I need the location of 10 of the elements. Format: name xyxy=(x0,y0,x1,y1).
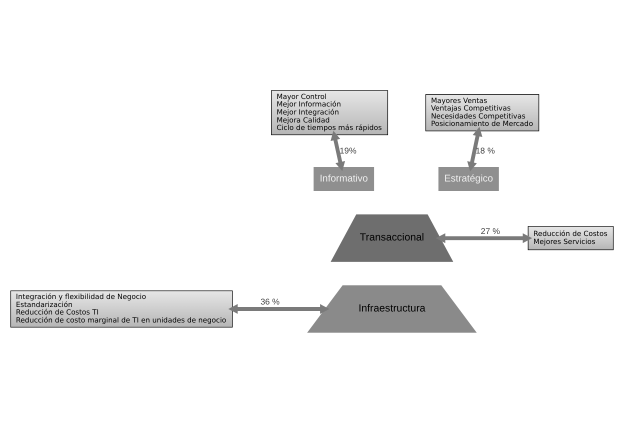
edge-label: 27 % xyxy=(480,225,500,236)
arrow xyxy=(436,232,532,243)
edge-label: 36 % xyxy=(260,296,280,306)
node-box: Estratégico xyxy=(438,166,499,191)
node-box: Informativo xyxy=(314,166,374,191)
edge-label: 18 % xyxy=(476,144,495,155)
edge-label: 19% xyxy=(340,144,357,155)
arrow xyxy=(228,304,330,314)
arrow xyxy=(467,126,482,171)
arrow xyxy=(330,130,346,171)
